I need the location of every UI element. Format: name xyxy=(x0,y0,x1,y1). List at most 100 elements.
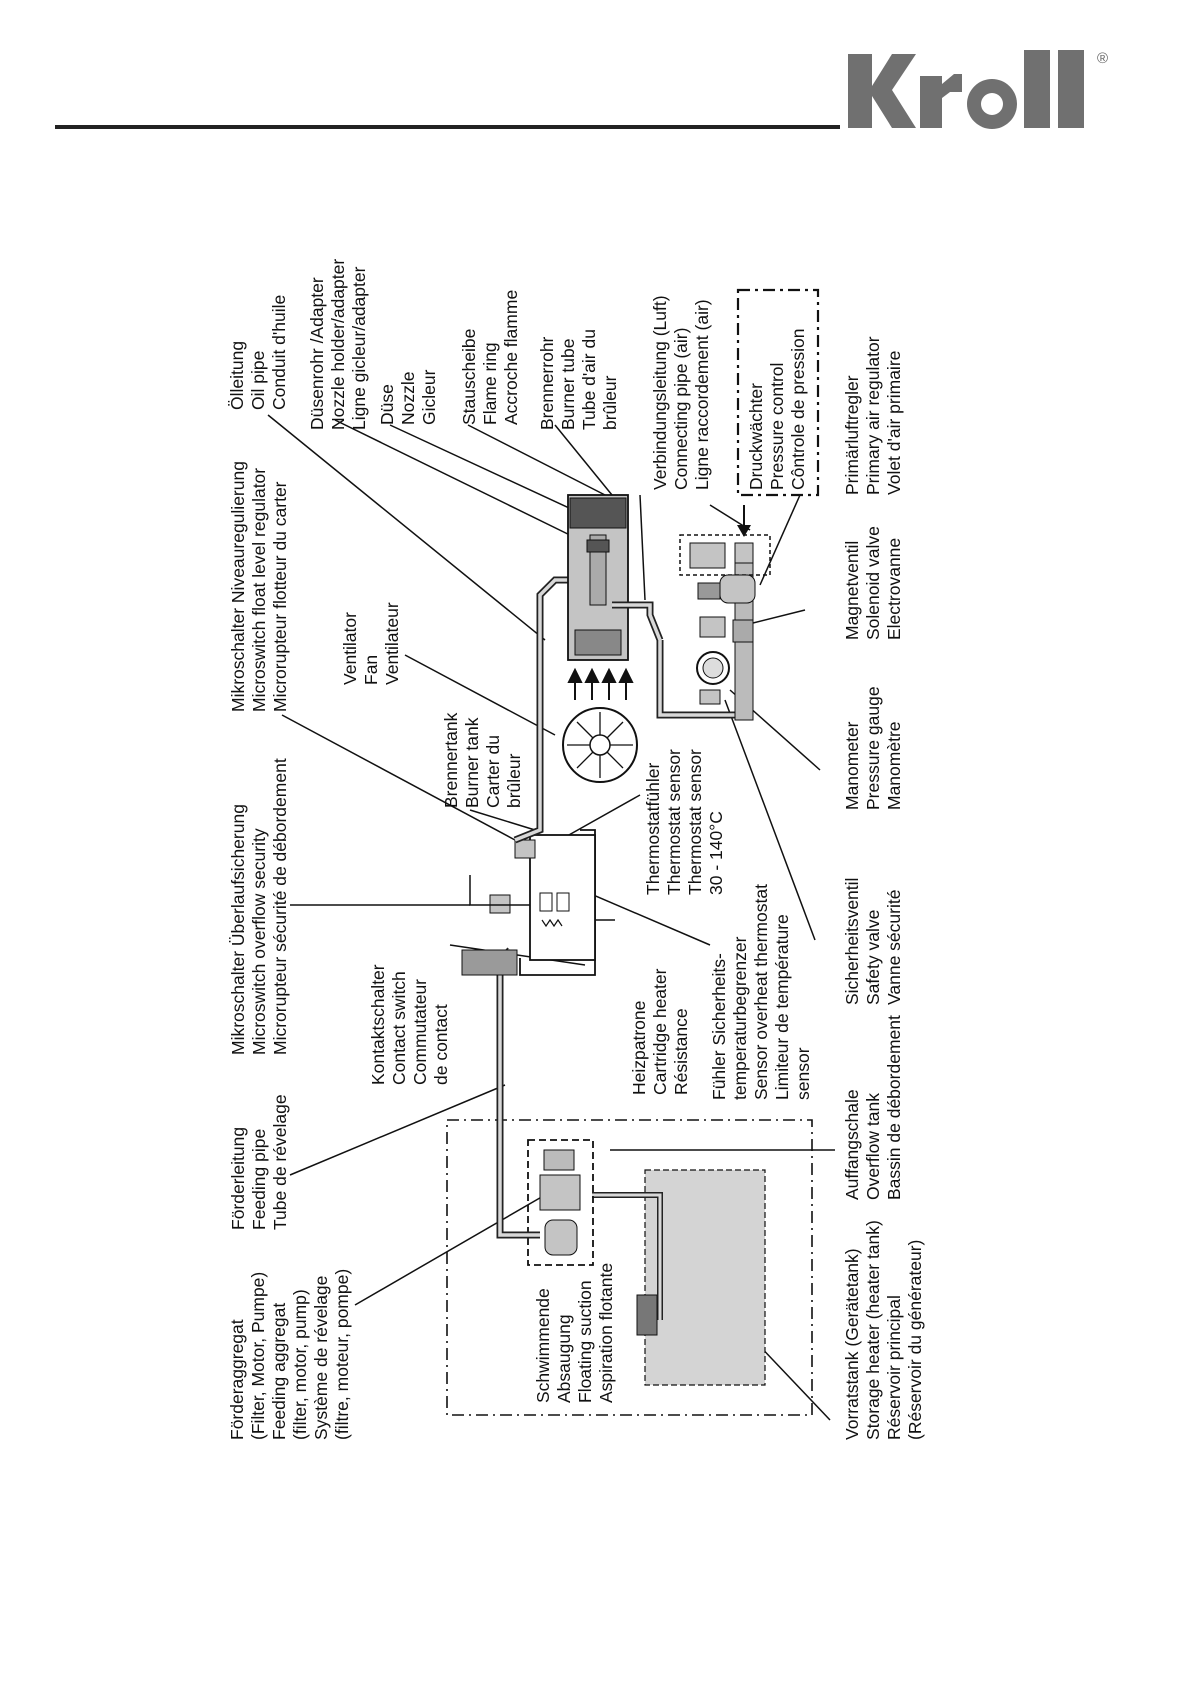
burner-tank-line: brûleur xyxy=(504,753,524,808)
floating-suction-line: Floating suction xyxy=(575,1280,595,1403)
overflow-tank-line: Auffangschale xyxy=(842,1089,862,1200)
overheat-sensor-line: Sensor overheat thermostat xyxy=(751,884,771,1100)
connecting-pipe-line: Ligne raccordement (air) xyxy=(692,299,712,490)
floating-suction-line: Absaugung xyxy=(554,1314,574,1403)
overheat-sensor-line: sensor xyxy=(793,1047,813,1100)
nozzle-holder-line: Ligne gicleur/adapter xyxy=(349,266,369,430)
flame-ring-line: Flame ring xyxy=(480,342,500,425)
storage-enclosure xyxy=(446,1119,813,1416)
overflow-tank xyxy=(519,829,596,976)
storage-tank-line: Réservoir principal xyxy=(884,1295,904,1440)
nozzle-holder-line: Nozzle holder/adapter xyxy=(328,259,348,430)
overheat-sensor-line: temperaturbegrenzer xyxy=(730,936,750,1100)
float-switch-line: Mikroschalter Niveauregulierung xyxy=(228,461,248,712)
kroll-logo: ® xyxy=(846,46,1108,132)
burner-tube-line: Tube d'air du xyxy=(579,329,599,430)
feeding-aggregate-box xyxy=(527,1139,594,1266)
fan-line: Fan xyxy=(361,655,381,685)
feeding-pipe-line: Feeding pipe xyxy=(249,1129,269,1230)
fan-line: Ventilator xyxy=(340,612,360,685)
primary-air-line: Primärluftregler xyxy=(842,375,862,495)
feeding-aggregate-line: (filtre, moteur, pompe) xyxy=(332,1269,352,1440)
oil-pipe-line: Oil pipe xyxy=(248,351,268,410)
connecting-pipe-line: Connecting pipe (air) xyxy=(671,328,691,490)
burner-tank-line: Carter du xyxy=(483,735,503,808)
registered-mark: ® xyxy=(1096,50,1108,67)
nozzle-line: Nozzle xyxy=(398,372,418,426)
flame-ring-line: Stauscheibe xyxy=(459,329,479,425)
pressure-gauge-line: Manomètre xyxy=(884,721,904,810)
overflow-tank-line: Overflow tank xyxy=(863,1093,883,1200)
overflow-switch-line: Microswitch overflow security xyxy=(249,828,269,1055)
safety-valve-line: Sicherheitsventil xyxy=(842,878,862,1005)
overflow-switch-line: Mikroschalter Überlaufsicherung xyxy=(228,804,248,1055)
oil-pipe-line: Conduit d'huile xyxy=(269,295,289,410)
contact-switch xyxy=(461,949,518,976)
pressure-control-line: Druckwächter xyxy=(746,383,766,490)
solenoid-valve-line: Solenoid valve xyxy=(863,526,883,640)
safety-valve-line: Vanne sécurité xyxy=(884,890,904,1005)
oil-pipe-line: Ölleitung xyxy=(227,341,247,410)
flame-ring-line: Accroche flamme xyxy=(501,290,521,425)
float-switch-line: Microswitch float level regulator xyxy=(249,468,269,712)
overflow-switch-line: Microrupteur sécurité de débordement xyxy=(270,758,290,1055)
feeding-aggregate-line: Système de révelage xyxy=(311,1276,331,1440)
primary-air-line: Volet d'air primaire xyxy=(884,351,904,495)
nozzle-line: Düse xyxy=(377,384,397,425)
connecting-pipe-line: Verbindungsleitung (Luft) xyxy=(650,295,670,490)
storage-tank xyxy=(644,1169,766,1386)
floating-suction-line: Aspiration flotante xyxy=(596,1263,616,1403)
primary-air-line: Primary air regulator xyxy=(863,336,883,495)
contact-switch-line: de contact xyxy=(431,1004,451,1085)
fan-line: Ventilateur xyxy=(382,602,402,685)
burner-tank-line: Burner tank xyxy=(462,717,482,808)
pressure-gauge-line: Manometer xyxy=(842,721,862,810)
burner-tube-line: Burner tube xyxy=(558,339,578,430)
feeding-pipe-line: Förderleitung xyxy=(228,1127,248,1230)
contact-switch-line: Commutateur xyxy=(410,979,430,1085)
nozzle-holder-line: Düsenrohr /Adapter xyxy=(307,277,327,430)
storage-tank-line: (Réservoir du générateur) xyxy=(905,1240,925,1440)
feeding-aggregate-line: (filter, motor, pump) xyxy=(290,1289,310,1440)
burner-tank-line: Brennertank xyxy=(441,712,461,808)
feeding-aggregate-line: Feeding aggregat xyxy=(269,1303,289,1440)
burner-tube-line: brûleur xyxy=(600,375,620,430)
kroll-logo-mark xyxy=(848,50,1084,129)
storage-tank-line: Storage heater (heater tank) xyxy=(863,1220,883,1440)
feeding-aggregate-line: Förderaggregat xyxy=(227,1319,247,1440)
cartridge-heater-line: Heizpatrone xyxy=(629,1001,649,1095)
thermostat-sensor-line: Thermostat sensor xyxy=(685,749,705,895)
storage-tank-line: Vorratstank (Gerätetank) xyxy=(842,1248,862,1440)
solenoid-valve-line: Electrovanne xyxy=(884,538,904,640)
header-rule xyxy=(55,125,840,129)
suction-filter xyxy=(636,1294,658,1336)
float-switch-line: Microrupteur flotteur du carter xyxy=(270,481,290,712)
feeding-aggregate-label: Förderaggregat(Filter, Motor, Pumpe)Feed… xyxy=(227,1269,352,1440)
thermostat-sensor-line: Thermostatfühler xyxy=(643,763,663,895)
overheat-sensor-line: Limiteur de température xyxy=(772,914,792,1100)
storage-tank-label: Vorratstank (Gerätetank)Storage heater (… xyxy=(842,1220,925,1440)
solenoid-valve-line: Magnetventil xyxy=(842,541,862,640)
overheat-sensor-line: Fühler Sicherheits- xyxy=(709,953,729,1100)
thermostat-sensor-line: 30 - 140°C xyxy=(706,811,726,895)
